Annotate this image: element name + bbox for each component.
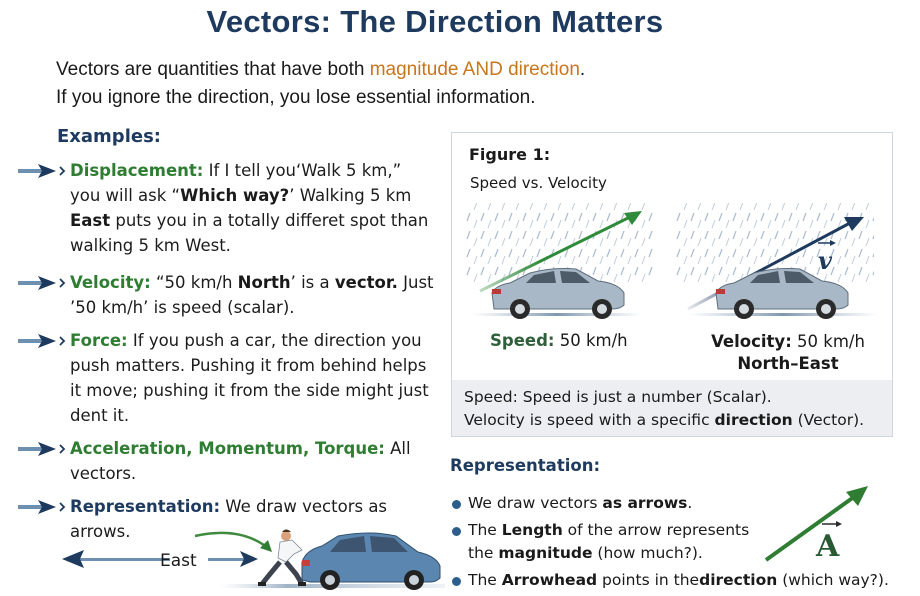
arrow-bullet-icon [18, 442, 66, 456]
vector-a-arrow-illustration: A [764, 486, 868, 564]
west-arrow-icon [62, 550, 170, 568]
person-icon [258, 529, 306, 586]
bullet-dot-icon [452, 527, 461, 536]
east-label: East [160, 551, 197, 571]
push-arrow-icon [194, 531, 269, 549]
arrow-bullet-icon [18, 164, 66, 178]
arrow-bullet-icon [18, 276, 66, 290]
speed-velocity-illustration: v [464, 203, 878, 319]
sedan-car-icon [688, 268, 878, 319]
person-pushing-car-illustration: East [62, 529, 445, 590]
figure-caption: Speed: Speed is just a number (Scalar). … [452, 380, 892, 436]
hatchback-car-icon [301, 532, 441, 590]
example-representation: Representation: We draw vectors as arrow… [16, 494, 436, 544]
vector-arrow-over-a-icon [822, 521, 842, 527]
example-velocity: Velocity: “50 km/h North’ is a vector. J… [16, 270, 436, 320]
representation-list: We draw vectors as arrows. The Length of… [452, 492, 912, 596]
sedan-car-icon [472, 268, 642, 319]
bullet-dot-icon [452, 500, 461, 509]
velocity-symbol: v [818, 246, 833, 275]
arrow-bullet-icon [18, 334, 66, 348]
vector-a-symbol: A [815, 529, 840, 564]
examples-heading: Examples: [57, 126, 161, 147]
velocity-arrow-icon [687, 217, 864, 311]
page-title: Vectors: The Direction Matters [206, 4, 664, 39]
example-acceleration-momentum-torque: Acceleration, Momentum, Torque: All vect… [16, 436, 436, 486]
intro-line-1: Vectors are quantities that have both ma… [56, 59, 586, 80]
intro-line-2: If you ignore the direction, you lose es… [56, 87, 536, 108]
highlight-text: magnitude AND direction [369, 59, 580, 80]
vector-arrow-over-v-icon [818, 240, 836, 246]
example-displacement: Displacement: If I tell you‘Walk 5 km,” … [16, 158, 436, 258]
velocity-label: Velocity: 50 km/h North–East [711, 332, 865, 373]
intro-paragraph: Vectors are quantities that have both ma… [56, 56, 856, 112]
speed-label: Speed: 50 km/h [490, 331, 628, 350]
list-item: The Length of the arrow represents the m… [452, 519, 772, 565]
figure-label: Figure 1: [469, 145, 551, 164]
figure-subtitle: Speed vs. Velocity [470, 174, 607, 192]
example-force: Force: If you push a car, the direction … [16, 328, 436, 428]
arrow-bullet-icon [18, 500, 66, 514]
list-item: We draw vectors as arrows. [452, 492, 912, 515]
speed-arrow-icon [479, 211, 642, 293]
bullet-dot-icon [452, 577, 461, 586]
figure-speed-vs-velocity: Figure 1: Speed vs. Velocity [451, 132, 893, 437]
list-item: The Arrowhead points in thedirection (wh… [452, 569, 912, 592]
representation-heading: Representation: [450, 456, 601, 475]
east-arrow-icon [208, 551, 258, 567]
